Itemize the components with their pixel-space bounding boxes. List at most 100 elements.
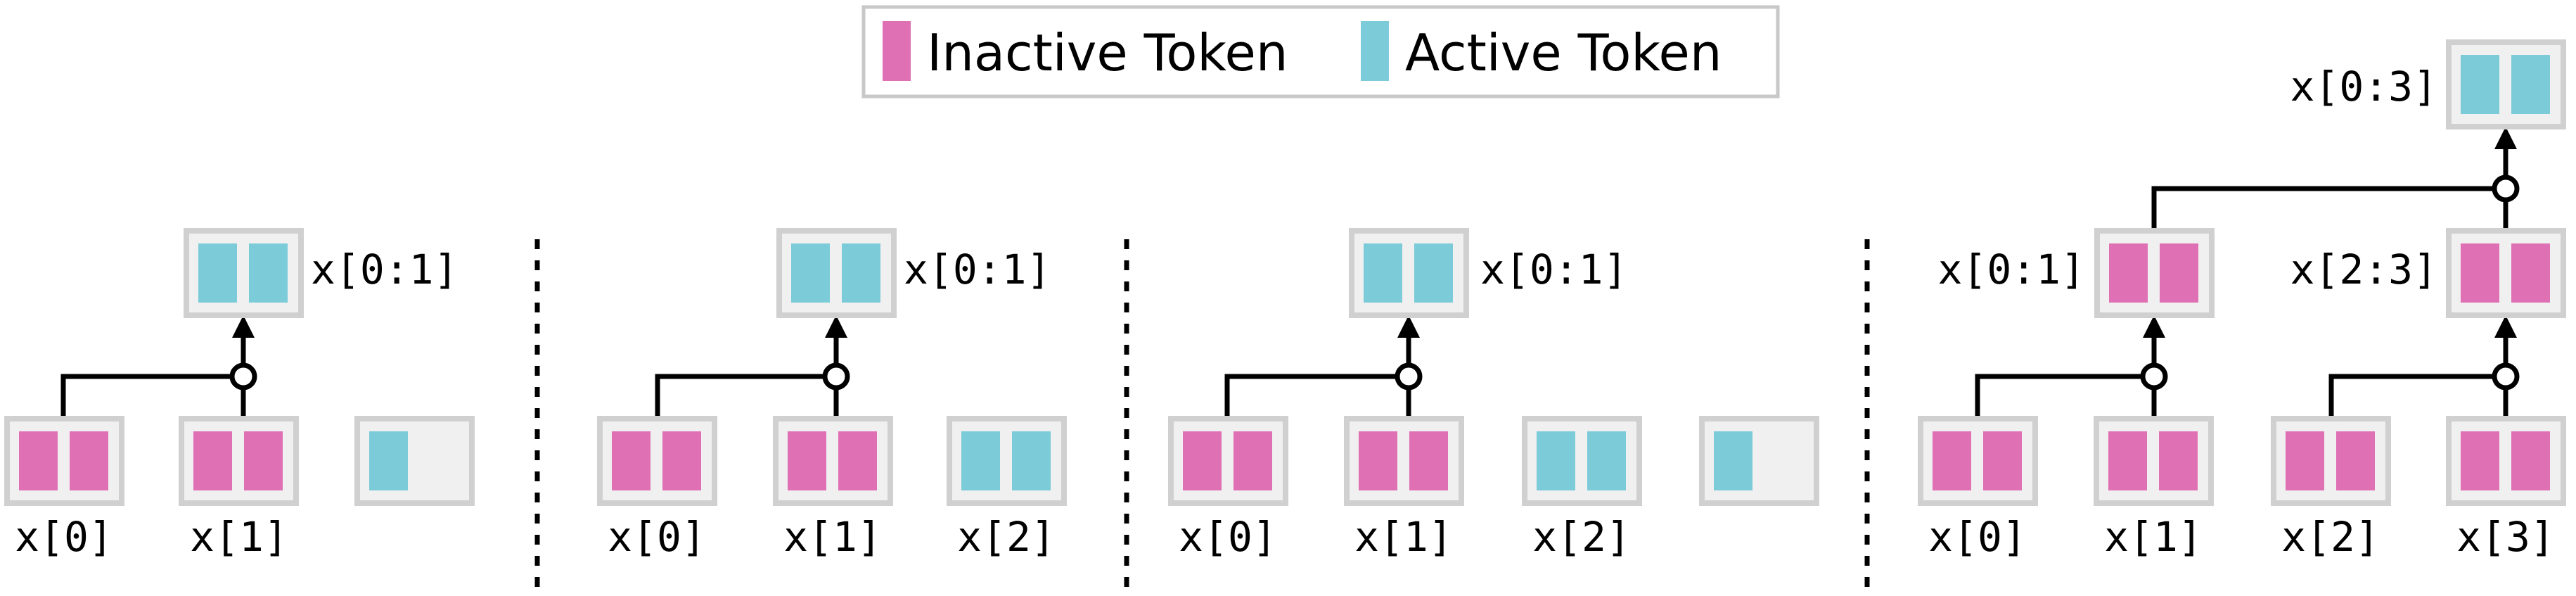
arrowhead-icon xyxy=(1397,315,1420,338)
legend-active-swatch xyxy=(1361,21,1389,81)
arrowhead-icon xyxy=(2494,315,2517,338)
token-box xyxy=(184,228,304,318)
merge-label: x[0:1] xyxy=(311,246,459,293)
panel-1: x[0:1] x[0] x[1] xyxy=(4,228,475,561)
token-block xyxy=(2286,431,2324,490)
arrowhead-icon xyxy=(825,315,847,338)
leaf-label: x[0] xyxy=(608,513,706,561)
token-box xyxy=(1699,416,1819,506)
merge-node xyxy=(229,362,257,391)
token-box xyxy=(773,416,893,506)
token-box xyxy=(2446,39,2566,129)
leaf-label: x[0] xyxy=(1179,513,1277,561)
token-box xyxy=(1349,228,1469,318)
token-box xyxy=(1522,416,1642,506)
legend-inactive-swatch xyxy=(883,21,911,81)
token-block xyxy=(1587,431,1626,490)
token-box xyxy=(2094,416,2214,506)
leaf-label: x[2] xyxy=(2281,513,2380,561)
merge-node xyxy=(1395,362,1423,391)
token-block xyxy=(2336,431,2375,490)
merge-node xyxy=(2492,175,2520,203)
token-box xyxy=(776,228,897,318)
merge-connector xyxy=(2151,186,2506,231)
leaf-label: x[1] xyxy=(1354,513,1453,561)
token-block xyxy=(961,431,1000,490)
token-box xyxy=(2271,416,2391,506)
legend-active-label: Active Token xyxy=(1405,23,1722,82)
token-block xyxy=(788,431,826,490)
leaf-label: x[1] xyxy=(2104,513,2203,561)
token-block xyxy=(1012,431,1051,490)
token-block xyxy=(70,431,108,490)
token-box xyxy=(179,416,299,506)
token-block xyxy=(2461,55,2499,114)
arrowhead-icon xyxy=(2143,315,2165,338)
legend-inactive-label: Inactive Token xyxy=(927,23,1288,82)
panel-4: x[0:3] x[0:1] x[2:3] x[0] x[1] xyxy=(1918,39,2566,561)
token-block xyxy=(1537,431,1575,490)
token-block xyxy=(2109,243,2148,303)
token-box xyxy=(2094,228,2215,318)
token-block xyxy=(193,431,232,490)
merge-node xyxy=(2492,362,2520,391)
token-block xyxy=(19,431,58,490)
merge-label: x[0:1] xyxy=(1937,246,2085,293)
merge-label: x[0:1] xyxy=(904,246,1051,293)
leaf-label: x[2] xyxy=(1532,513,1631,561)
legend: Inactive Token Active Token xyxy=(861,5,1780,99)
token-block xyxy=(791,243,830,303)
merge-node xyxy=(2140,362,2168,391)
merge-label: x[0:3] xyxy=(2290,63,2437,110)
token-block xyxy=(1409,431,1448,490)
token-block xyxy=(1714,431,1752,490)
merge-label: x[2:3] xyxy=(2290,246,2437,293)
token-block xyxy=(369,431,408,490)
token-box xyxy=(947,416,1067,506)
token-block xyxy=(249,243,288,303)
token-block xyxy=(662,431,701,490)
token-block xyxy=(2108,431,2147,490)
token-box xyxy=(1344,416,1464,506)
arrowhead-icon xyxy=(2494,127,2517,149)
leaf-label: x[0] xyxy=(1928,513,2027,561)
token-block xyxy=(2511,431,2550,490)
token-box xyxy=(2446,416,2566,506)
token-block xyxy=(2511,55,2550,114)
token-block xyxy=(1414,243,1453,303)
token-block xyxy=(1359,431,1397,490)
leaf-label: x[3] xyxy=(2456,513,2555,561)
token-box xyxy=(2446,228,2566,318)
token-block xyxy=(1233,431,1272,490)
token-block xyxy=(2461,431,2499,490)
token-block xyxy=(1364,243,1402,303)
panel-2: x[0:1] x[0] x[1] x[2] xyxy=(597,228,1067,561)
token-box xyxy=(1918,416,2038,506)
token-box xyxy=(4,416,124,506)
token-box xyxy=(1168,416,1288,506)
merge-node xyxy=(822,362,850,391)
leaf-label: x[0] xyxy=(15,513,113,561)
token-block xyxy=(2461,243,2499,303)
merge-connector xyxy=(1224,374,1409,419)
token-block xyxy=(1183,431,1222,490)
merge-connector xyxy=(60,374,243,419)
merge-label: x[0:1] xyxy=(1480,246,1628,293)
token-box xyxy=(354,416,475,506)
token-box xyxy=(597,416,717,506)
token-block xyxy=(612,431,651,490)
merge-connector xyxy=(655,374,836,419)
token-block xyxy=(2159,431,2198,490)
legend-frame xyxy=(861,5,1780,99)
leaf-label: x[2] xyxy=(957,513,1056,561)
merge-connector xyxy=(1975,374,2154,419)
token-block xyxy=(838,431,877,490)
token-block xyxy=(1933,431,1971,490)
token-block xyxy=(842,243,880,303)
arrowhead-icon xyxy=(232,315,255,338)
token-block xyxy=(2160,243,2198,303)
token-block xyxy=(2511,243,2550,303)
leaf-label: x[1] xyxy=(190,513,288,561)
token-block xyxy=(1983,431,2022,490)
